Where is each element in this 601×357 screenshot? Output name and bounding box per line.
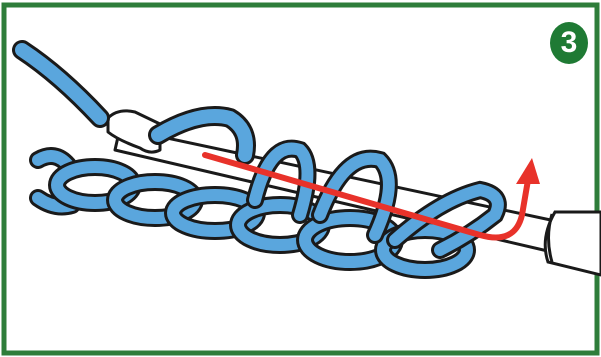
step-number: 3: [560, 26, 578, 59]
yarn-chain-icon: [29, 139, 507, 279]
direction-arrow-icon: [202, 152, 540, 241]
step-number-badge: 3: [550, 22, 588, 64]
working-yarn: [12, 40, 256, 165]
